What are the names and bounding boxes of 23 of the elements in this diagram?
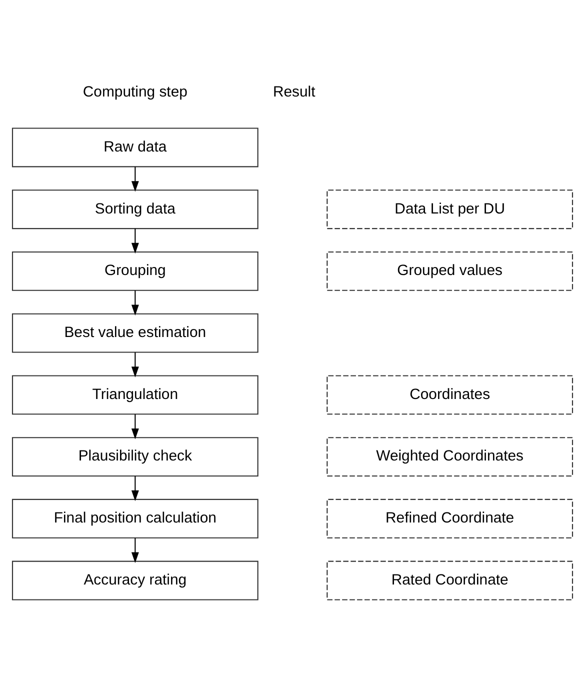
node-box: Coordinates <box>326 374 574 414</box>
node-box: Accuracy rating <box>12 560 258 600</box>
node-box: Best value estimation <box>12 312 258 352</box>
arrow <box>131 476 139 501</box>
label: Computing step <box>82 82 188 100</box>
node-box: Data List per DU <box>326 189 574 229</box>
arrow <box>131 537 139 562</box>
node-box: Weighted Coordinates <box>326 436 574 476</box>
node-box: Sorting data <box>12 189 258 229</box>
arrow <box>131 166 139 192</box>
node-box: Triangulation <box>12 374 258 414</box>
node-box: Plausibility check <box>12 436 258 476</box>
label: Result <box>272 82 316 100</box>
node-box: Grouped values <box>326 250 574 290</box>
arrow <box>131 414 139 439</box>
arrow <box>131 352 139 377</box>
node-box: Raw data <box>12 127 258 167</box>
node-box: Rated Coordinate <box>326 560 574 600</box>
node-box: Final position calculation <box>12 498 258 538</box>
arrow <box>131 290 139 315</box>
node-box: Grouping <box>12 250 258 290</box>
node-box: Refined Coordinate <box>326 498 574 538</box>
arrow <box>131 228 139 254</box>
